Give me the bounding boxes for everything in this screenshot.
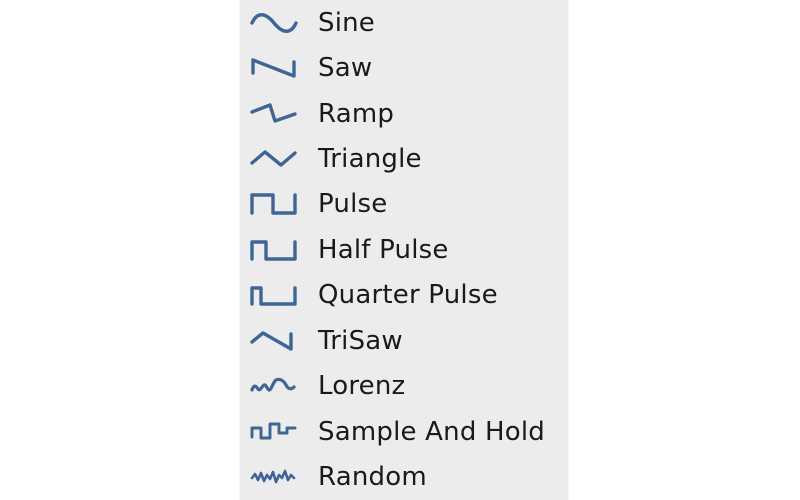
- menu-item-trisaw[interactable]: TriSaw: [239, 318, 569, 363]
- menu-item-label: Random: [318, 462, 427, 493]
- menu-item-pulse[interactable]: Pulse: [239, 182, 569, 227]
- pulse-wave-icon: [250, 191, 298, 217]
- menu-item-label: Sample And Hold: [318, 416, 545, 447]
- menu-item-quarter-pulse[interactable]: Quarter Pulse: [239, 273, 569, 318]
- menu-item-half-pulse[interactable]: Half Pulse: [239, 227, 569, 272]
- menu-item-sample-and-hold[interactable]: Sample And Hold: [239, 409, 569, 454]
- menu-item-saw[interactable]: Saw: [239, 45, 569, 90]
- quarter-pulse-wave-icon: [250, 282, 298, 308]
- menu-item-label: Ramp: [318, 98, 395, 129]
- menu-item-label: Triangle: [318, 144, 422, 175]
- menu-item-random[interactable]: Random: [239, 454, 569, 499]
- menu-item-ramp[interactable]: Ramp: [239, 91, 569, 136]
- half-pulse-wave-icon: [250, 237, 298, 263]
- lorenz-wave-icon: [250, 373, 298, 399]
- menu-item-triangle[interactable]: Triangle: [239, 136, 569, 181]
- sample-and-hold-wave-icon: [250, 419, 298, 445]
- menu-item-label: Lorenz: [318, 371, 406, 402]
- triangle-wave-icon: [250, 146, 298, 172]
- menu-item-label: Sine: [318, 7, 376, 38]
- sine-wave-icon: [250, 10, 298, 36]
- random-wave-icon: [250, 464, 298, 490]
- menu-item-label: Pulse: [318, 189, 388, 220]
- menu-item-label: TriSaw: [318, 325, 403, 356]
- saw-wave-icon: [250, 55, 298, 81]
- menu-item-label: Saw: [318, 53, 373, 84]
- trisaw-wave-icon: [250, 328, 298, 354]
- menu-item-sine[interactable]: Sine: [239, 0, 569, 45]
- menu-item-lorenz[interactable]: Lorenz: [239, 364, 569, 409]
- menu-item-label: Half Pulse: [318, 234, 449, 265]
- menu-item-label: Quarter Pulse: [318, 280, 498, 311]
- ramp-wave-icon: [250, 101, 298, 127]
